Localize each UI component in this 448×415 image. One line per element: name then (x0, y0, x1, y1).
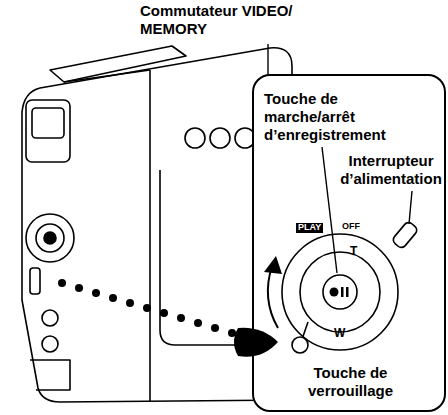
leader-line (409, 191, 412, 224)
panel-line (160, 170, 250, 345)
power-switch-tab (391, 221, 418, 250)
side-switch (30, 268, 40, 294)
callout-label: Commutateur VIDEO/ MEMORY (140, 2, 310, 38)
button (42, 336, 58, 352)
dial-marking: PLAY (296, 223, 323, 233)
pointer-dots (58, 279, 236, 337)
viewfinder (26, 100, 70, 162)
body-edge (149, 70, 151, 402)
arrow-head (264, 256, 282, 274)
record-symbol (330, 287, 349, 297)
button (210, 128, 230, 148)
speaker-grille (30, 360, 70, 390)
viewfinder-eyepiece (32, 108, 64, 138)
dial-marking: T (350, 244, 357, 258)
power-dial (36, 224, 64, 252)
pointer-head (234, 328, 278, 357)
callout-label: Touche de marche/arrêt d’enregistrement (264, 90, 399, 144)
lcd-panel (50, 46, 186, 82)
dial-marking: W (334, 326, 345, 340)
inset-ground (252, 74, 446, 412)
turn-arrow (268, 267, 278, 328)
power-dial (26, 214, 74, 262)
inset-panel: Touche de marche/arrêt d’enregistrementI… (252, 74, 446, 412)
button (42, 310, 58, 326)
body-edge (64, 70, 150, 82)
dial-marking: OFF (342, 222, 360, 232)
power-dial (282, 234, 398, 350)
callout-label: Touche de verrouillage (298, 364, 403, 400)
dial-ring (300, 252, 380, 332)
record-button (44, 232, 56, 244)
callout-label: Interrupteur d’alimentation (336, 152, 446, 188)
lock-button (292, 337, 308, 353)
leader-line (322, 147, 337, 273)
record-button (323, 275, 357, 309)
button (185, 128, 205, 148)
